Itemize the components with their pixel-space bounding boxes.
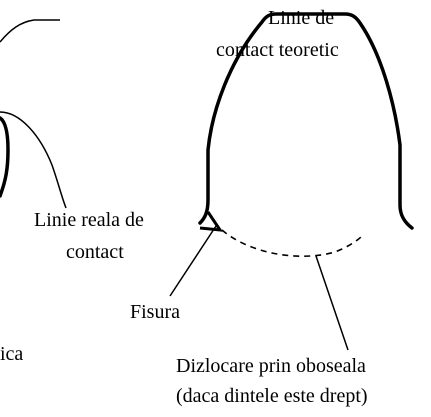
label-dizlocare-line2: (daca dintele este drept) — [176, 385, 368, 407]
label-contact: contact — [66, 241, 124, 263]
label-partial-left: ica — [0, 343, 24, 365]
dizlocare-dashed-arc — [221, 229, 363, 257]
leader-dizlocare — [315, 255, 349, 351]
fisura-crack — [199, 211, 224, 232]
label-contact-teoretic: contact teoretic — [216, 39, 339, 61]
leader-fisura — [169, 225, 217, 297]
linie-reala-curve — [0, 111, 67, 209]
left-tooth-partial-outline — [0, 116, 10, 198]
label-fisura: Fisura — [130, 301, 180, 323]
label-linie-de: Linie de — [268, 7, 335, 29]
label-dizlocare-line1: Dizlocare prin oboseala — [176, 355, 366, 377]
label-linie-reala-de: Linie reala de — [34, 209, 144, 231]
contact-teoretic-arc — [0, 19, 60, 43]
right-tooth-outline — [198, 12, 414, 230]
